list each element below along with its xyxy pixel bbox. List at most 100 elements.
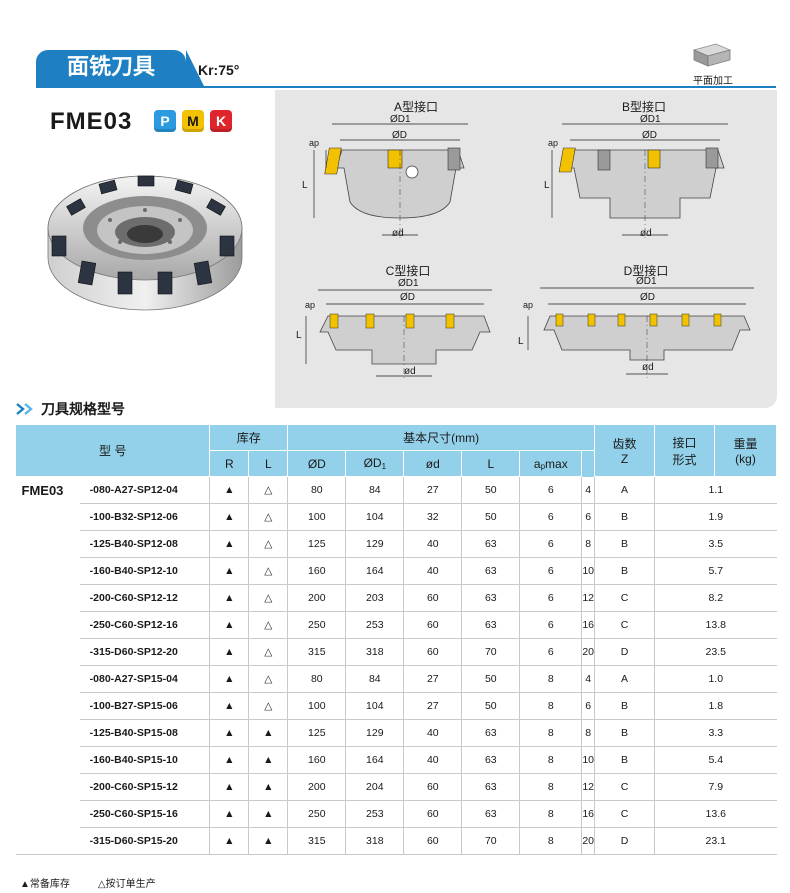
diagram-c-l: L xyxy=(296,330,302,341)
cell-code: -200-C60-SP15-12 xyxy=(79,773,210,801)
cell-ap-max: 6 xyxy=(519,530,582,558)
diagram-d-d: ØD xyxy=(640,292,655,303)
diagram-b-d: ØD xyxy=(642,130,657,141)
cell-weight: 5.4 xyxy=(654,746,777,774)
cell-length: 63 xyxy=(461,530,520,558)
col-stock-l: L xyxy=(248,450,289,477)
cell-stock-r: ▲ xyxy=(209,638,249,666)
cell-diameter-d1: 164 xyxy=(345,557,404,585)
diagram-a xyxy=(313,123,468,240)
cell-ap-max: 8 xyxy=(519,692,582,720)
diagram-d xyxy=(527,287,754,380)
diagram-c-d1: ØD1 xyxy=(398,278,419,289)
col-teeth-sub: Z xyxy=(620,452,629,466)
cell-teeth: 8 xyxy=(581,530,595,558)
col-interface-label: 接口 xyxy=(672,435,697,450)
cell-stock-l: △ xyxy=(248,611,288,639)
material-badge-m: M xyxy=(182,110,204,132)
col-teeth: 齿数 Z xyxy=(594,424,655,477)
cell-ap-max: 8 xyxy=(519,665,582,693)
cell-stock-l: △ xyxy=(248,584,288,612)
cell-interface: A xyxy=(594,665,655,693)
model-name: FME03 xyxy=(50,108,133,135)
cell-diameter: 80 xyxy=(287,476,346,504)
cell-stock-l: △ xyxy=(248,530,288,558)
cell-diameter: 315 xyxy=(287,638,346,666)
col-d1-label: ØD xyxy=(363,456,382,470)
header-divider xyxy=(36,86,776,88)
cell-stock-r: ▲ xyxy=(209,503,249,531)
cell-length: 63 xyxy=(461,773,520,801)
finishing-label: 平面加工 xyxy=(693,76,733,87)
cell-bore: 40 xyxy=(403,746,462,774)
cell-stock-l: ▲ xyxy=(248,719,288,747)
cell-code: -200-C60-SP12-12 xyxy=(79,584,210,612)
col-interface: 接口 形式 xyxy=(654,424,715,477)
col-interface-sub: 形式 xyxy=(672,452,697,467)
cell-ap-max: 6 xyxy=(519,476,582,504)
cell-bore: 32 xyxy=(403,503,462,531)
cell-stock-r: ▲ xyxy=(209,827,249,855)
cell-teeth: 12 xyxy=(581,773,595,801)
col-dims: 基本尺寸(mm) xyxy=(287,424,595,451)
diagram-b-d1: ØD1 xyxy=(640,114,661,125)
cell-stock-l: ▲ xyxy=(248,827,288,855)
cell-stock-l: ▲ xyxy=(248,746,288,774)
cell-stock-l: ▲ xyxy=(248,800,288,828)
cell-code: -250-C60-SP15-16 xyxy=(79,800,210,828)
cell-diameter: 160 xyxy=(287,557,346,585)
cell-interface: B xyxy=(594,692,655,720)
cell-bore: 27 xyxy=(403,665,462,693)
cell-ap-max: 8 xyxy=(519,746,582,774)
cell-diameter-d1: 104 xyxy=(345,503,404,531)
cell-interface: B xyxy=(594,719,655,747)
legend-stock: ▲常备库存 xyxy=(20,879,70,890)
cell-length: 63 xyxy=(461,800,520,828)
material-badge-p: P xyxy=(154,110,176,132)
cell-bore: 40 xyxy=(403,719,462,747)
diagram-a-bore: ød xyxy=(392,228,404,239)
cell-stock-r: ▲ xyxy=(209,530,249,558)
cell-weight: 1.0 xyxy=(654,665,777,693)
cell-stock-r: ▲ xyxy=(209,800,249,828)
cell-diameter-d1: 253 xyxy=(345,800,404,828)
cell-weight: 3.5 xyxy=(654,530,777,558)
cell-interface: C xyxy=(594,773,655,801)
cell-weight: 1.9 xyxy=(654,503,777,531)
cell-ap-max: 8 xyxy=(519,827,582,855)
cell-teeth: 8 xyxy=(581,719,595,747)
cell-teeth: 12 xyxy=(581,584,595,612)
cell-weight: 7.9 xyxy=(654,773,777,801)
col-weight: 重量 (kg) xyxy=(714,424,777,477)
cell-interface: B xyxy=(594,503,655,531)
cell-diameter-d1: 203 xyxy=(345,584,404,612)
cell-bore: 60 xyxy=(403,773,462,801)
section-heading: 刀具规格型号 xyxy=(15,399,125,419)
cell-bore: 60 xyxy=(403,584,462,612)
cell-teeth: 16 xyxy=(581,611,595,639)
diagram-b-ap: ap xyxy=(548,138,559,148)
diagram-c-bore: ød xyxy=(404,366,416,377)
cell-teeth: 4 xyxy=(581,665,595,693)
col-teeth-label: 齿数 xyxy=(612,437,637,451)
series-name: FME03 xyxy=(15,476,80,855)
cell-teeth: 10 xyxy=(581,557,595,585)
cell-code: -125-B40-SP12-08 xyxy=(79,530,210,558)
cell-diameter: 200 xyxy=(287,773,346,801)
cell-code: -315-D60-SP12-20 xyxy=(79,638,210,666)
diagram-b-title: B型接口 xyxy=(621,100,666,114)
cell-diameter: 200 xyxy=(287,584,346,612)
cell-code: -100-B27-SP15-06 xyxy=(79,692,210,720)
diagram-b-bore: ød xyxy=(640,228,652,239)
cell-weight: 8.2 xyxy=(654,584,777,612)
cell-stock-r: ▲ xyxy=(209,557,249,585)
cell-teeth: 4 xyxy=(581,476,595,504)
diagram-c xyxy=(305,289,492,380)
diagram-a-l: L xyxy=(302,180,308,191)
cell-length: 50 xyxy=(461,503,520,531)
